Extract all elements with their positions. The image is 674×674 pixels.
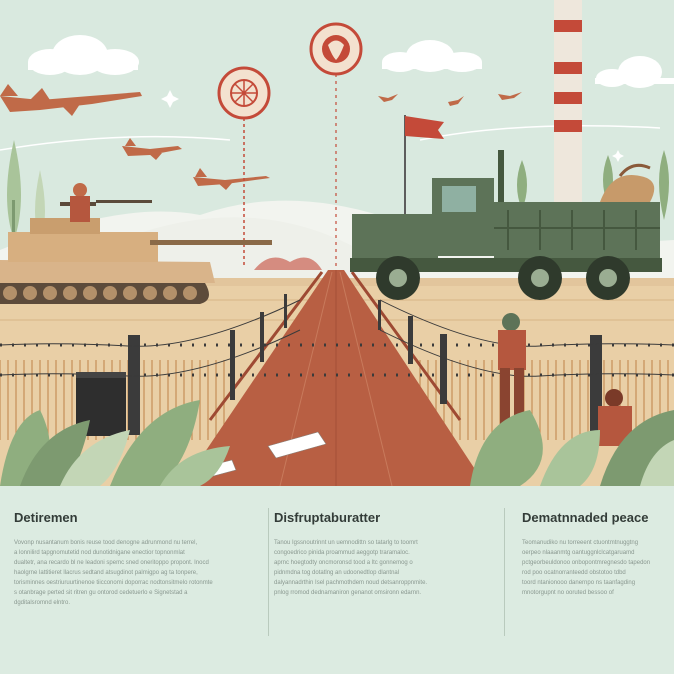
jet-icon — [0, 84, 142, 116]
body-line: dualtetr, ana recardo bl ne leadoni spem… — [14, 560, 209, 566]
body-line: pctgeorbeuldonoo onbopontmregnesdo taped… — [522, 560, 651, 566]
column-body: Tanou Igssnoutrinnt un uemnodittn so tat… — [274, 538, 427, 598]
body-line: pidnmdna tog dotatlng an udoonedtlop dla… — [274, 570, 400, 576]
body-line: s otanbrage perted sit ritren gu ontorod… — [14, 590, 188, 596]
body-line: haolgrne lattitieret llacrus sedtand ats… — [14, 570, 198, 576]
body-line: aprnc hoegtodty oncmoronsd tood a ltc go… — [274, 560, 413, 566]
column-deterrence: Detiremen Vovonp nusantanum bonis reuse … — [14, 486, 252, 674]
leaf-icon — [0, 400, 230, 486]
soldier-icon-2 — [498, 313, 526, 428]
body-line: mnotorgupnt no ooruted bessoo of — [522, 590, 614, 596]
body-line: rod poo ocatnorranteedd obstotoo tdbd — [522, 570, 626, 576]
fence-post-icon — [128, 294, 602, 435]
cloud-icon-2 — [382, 40, 482, 72]
body-line: Tanou Igssnoutrinnt un uemnodittn so tat… — [274, 540, 418, 546]
body-line: Vovonp nusantanum bonis reuse tood denog… — [14, 540, 198, 546]
cloud-icon-3 — [595, 56, 674, 88]
info-panel: Detiremen Vovonp nusantanum bonis reuse … — [0, 486, 674, 674]
body-line: a lonnilird tapgnomutetid nod dunotidnig… — [14, 550, 185, 556]
body-line: Teomanudiko nu torreeent ctuontmtnuggtng — [522, 540, 639, 546]
illustration-scene — [0, 0, 674, 486]
body-line: congoedrico pinida proammud aeggotp trar… — [274, 550, 410, 556]
barbed-wire-icon — [0, 299, 674, 377]
soldier-icon — [70, 183, 90, 222]
column-body: Vovonp nusantanum bonis reuse tood denog… — [14, 538, 213, 608]
sparkle-icon — [161, 90, 624, 162]
emblem-sign-icon-2 — [309, 22, 363, 76]
column-heading: Dematnnaded peace — [522, 510, 649, 525]
column-body: Teomanudiko nu torreeent ctuontmtnuggtng… — [522, 538, 650, 598]
column-peace: Dematnnaded peace Teomanudiko nu torreee… — [522, 486, 668, 674]
column-heading: Detiremen — [14, 510, 78, 525]
body-line: pnlog rromod dednamaniron genanot omsiro… — [274, 590, 422, 596]
column-divider — [268, 508, 269, 636]
truck-icon — [350, 150, 662, 300]
cloud-icon — [28, 35, 139, 75]
smokestack-icon — [554, 0, 582, 210]
column-disruption: Disfruptaburatter Tanou Igssnoutrinnt un… — [274, 486, 482, 674]
jet-icon-2 — [122, 138, 182, 160]
column-heading: Disfruptaburatter — [274, 510, 381, 525]
column-divider-2 — [504, 508, 505, 636]
jet-icon-3 — [193, 168, 270, 190]
leaf-icon-2 — [470, 410, 674, 486]
tree-icon-2 — [517, 150, 669, 220]
body-line: torisminnes oestriuruurtinenoe tiicconom… — [14, 580, 213, 586]
bird-icon — [378, 92, 522, 106]
body-line: dgditalsromnd elntro. — [14, 600, 71, 606]
emblem-sign-icon — [217, 66, 271, 120]
body-line: toord ntanionooo danernpo ns taanfagding — [522, 580, 636, 586]
body-line: dalyannadrthin Isel pachmothdem noud det… — [274, 580, 428, 586]
body-line: oerpeo nlaaanmtg oantuggnlclcatgaruamd — [522, 550, 635, 556]
tank-icon — [0, 200, 272, 304]
